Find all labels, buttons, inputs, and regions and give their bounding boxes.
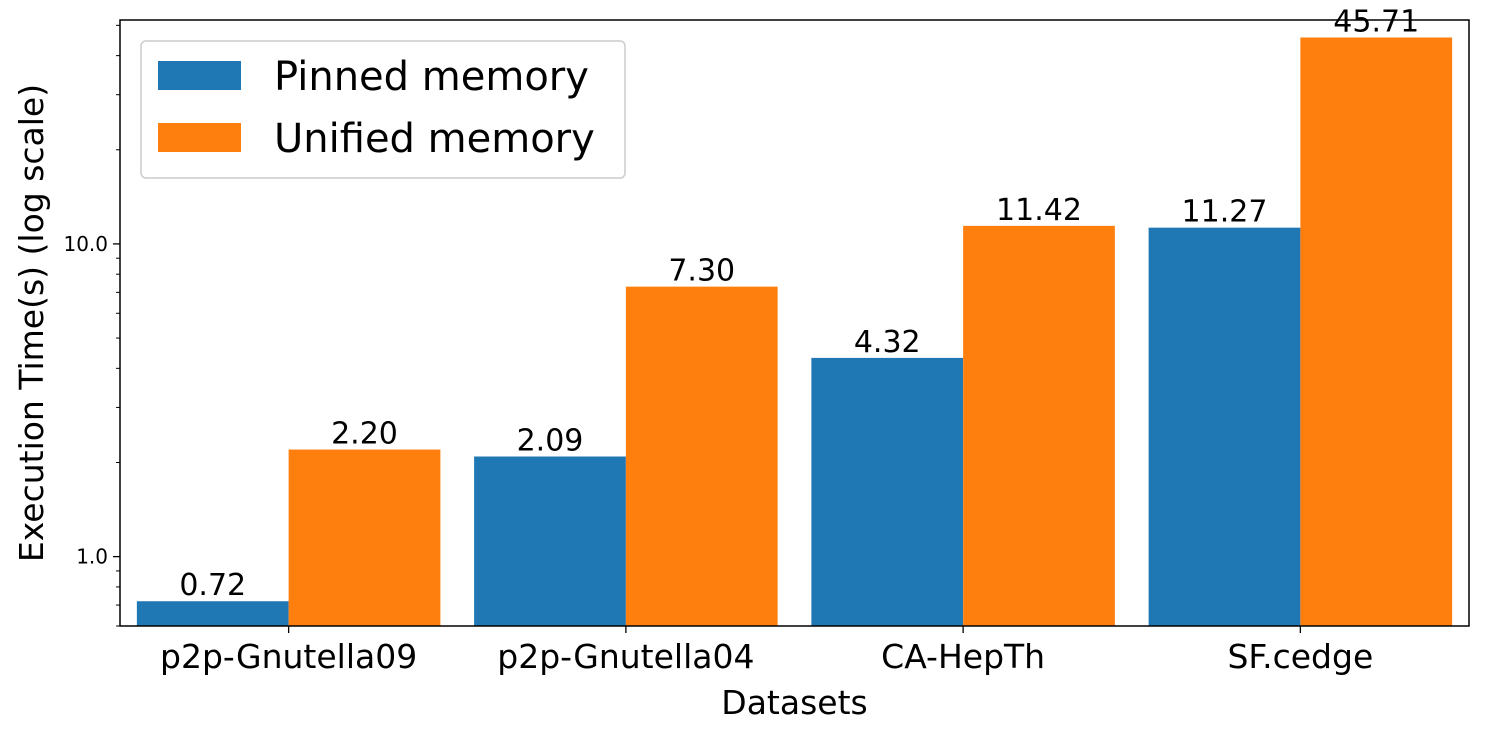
x-axis-title: Datasets: [721, 683, 867, 722]
data-label: 45.71: [1333, 5, 1419, 40]
data-label: 7.30: [668, 254, 735, 289]
x-tick-label: CA-HepTh: [881, 637, 1045, 676]
bar-p2p-gnutella09-unified-memory: [288, 449, 441, 626]
y-tick-label: 10.0: [63, 232, 108, 256]
data-label: 0.72: [179, 568, 246, 603]
bar-ca-hepth-pinned-memory: [811, 357, 964, 626]
legend-label: Unified memory: [274, 116, 595, 162]
bar-p2p-gnutella09-pinned-memory: [136, 601, 289, 626]
bar-sf-cedge-pinned-memory: [1148, 227, 1301, 626]
data-labels-layer: 0.72 2.09 4.32 11.27 2.20 7.30 11.42 45.71: [179, 5, 1419, 604]
y-axis-ticks: 1.0 10.0: [63, 24, 120, 627]
data-label: 2.09: [517, 424, 584, 459]
x-tick-label: p2p-Gnutella04: [497, 637, 754, 676]
legend-swatch: [158, 61, 241, 90]
legend-swatch: [158, 123, 241, 152]
y-axis-title: Execution Time(s) (log scale): [12, 84, 51, 562]
bars-layer: [136, 37, 1453, 627]
data-label: 11.42: [996, 193, 1082, 228]
x-tick-label: p2p-Gnutella09: [160, 637, 417, 676]
data-label: 11.27: [1182, 195, 1268, 230]
plot-frame: [119, 19, 1470, 627]
bar-sf-cedge-unified-memory: [1300, 37, 1453, 627]
bar-p2p-gnutella04-unified-memory: [625, 286, 778, 626]
x-axis-ticks: p2p-Gnutella09 p2p-Gnutella04 CA-HepTh SF.c…: [160, 626, 1373, 676]
bar-ca-hepth-unified-memory: [963, 225, 1115, 627]
legend-box: [140, 40, 626, 179]
y-tick-label: 1.0: [76, 545, 108, 569]
x-tick-label: SF.cedge: [1227, 637, 1373, 676]
bar-p2p-gnutella04-pinned-memory: [474, 456, 626, 626]
data-label: 2.20: [331, 417, 398, 452]
legend-label: Pinned memory: [274, 54, 589, 100]
data-label: 4.32: [854, 325, 921, 360]
